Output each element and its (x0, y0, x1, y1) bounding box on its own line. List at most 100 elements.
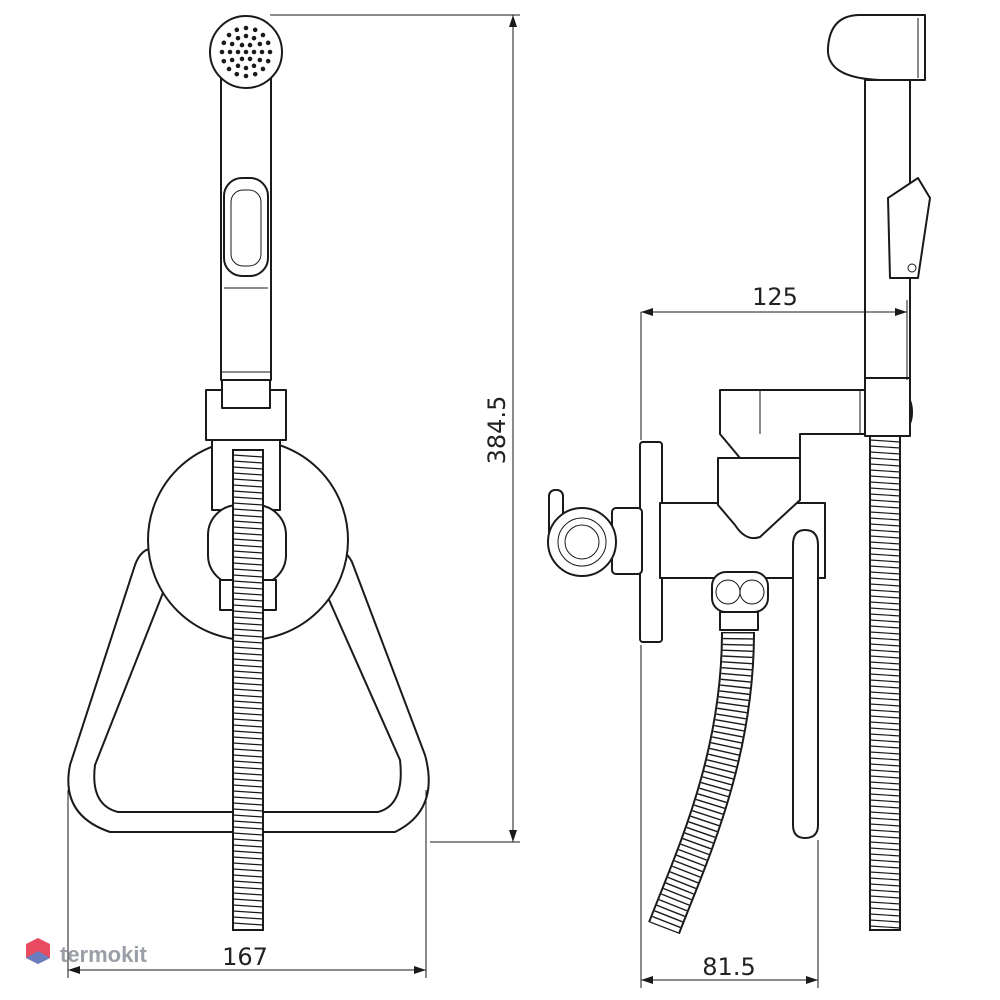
hose-rib (232, 820, 264, 824)
hose-rib (232, 598, 264, 602)
front-view: 384.5 167 (67, 14, 520, 978)
hose-rib (869, 475, 901, 479)
hose-rib (869, 883, 901, 887)
hose-rib (232, 622, 264, 626)
dimension-hose-depth: 125 (640, 283, 908, 440)
nozzle-hole (226, 32, 232, 38)
hose-rib (232, 508, 264, 512)
nozzle-hole (229, 41, 235, 47)
hose-rib (232, 802, 264, 806)
hose-rib (232, 652, 264, 656)
hose-rib (869, 667, 901, 671)
hose-rib (232, 454, 264, 458)
hose-rib (869, 793, 901, 797)
hose-rib (232, 712, 264, 716)
cone-connector (717, 457, 801, 540)
hose-rib (869, 889, 901, 893)
nozzle-hole (239, 42, 245, 48)
hose-side-vertical (869, 435, 901, 931)
hose-rib (869, 703, 901, 707)
hose-rib (869, 655, 901, 659)
spray-nozzle-holes (219, 25, 273, 79)
hose-rib (232, 502, 264, 506)
hose-rib (869, 583, 901, 587)
hose-rib (232, 880, 264, 884)
nozzle-hole (219, 49, 225, 55)
hose-rib (869, 715, 901, 719)
hose-rib (869, 787, 901, 791)
nozzle-hole (265, 40, 271, 46)
hose-rib (869, 541, 901, 545)
hose-rib (869, 505, 901, 509)
hose-rib (232, 850, 264, 854)
hose-rib (232, 520, 264, 524)
hose-rib (232, 922, 264, 926)
hose-rib (232, 862, 264, 866)
hose-rib (232, 868, 264, 872)
hose-rib (232, 580, 264, 584)
dimension-hose-depth-label: 125 (752, 283, 798, 311)
hose-rib (869, 499, 901, 503)
hose-rib (232, 718, 264, 722)
towel-ring (67, 547, 430, 833)
hose-rib (232, 832, 264, 836)
hose-rib (232, 538, 264, 542)
hose-rib (869, 823, 901, 827)
hose-rib (232, 640, 264, 644)
hose-rib (869, 559, 901, 563)
hose-rib (869, 529, 901, 533)
nozzle-hole (257, 57, 263, 63)
hose-rib (869, 757, 901, 761)
hose-rib (869, 691, 901, 695)
hose-rib (869, 625, 901, 629)
wall-plate (639, 441, 663, 643)
hose-rib (869, 769, 901, 773)
nozzle-hole (251, 63, 257, 69)
hose-rib (869, 739, 901, 743)
hose-rib (869, 595, 901, 599)
hose-rib (869, 481, 901, 485)
hose-rib (869, 607, 901, 611)
hose-rib (232, 610, 264, 614)
hose-rib (232, 574, 264, 578)
nozzle-hole (234, 71, 240, 77)
hose-rib (232, 460, 264, 464)
hose-rib (869, 565, 901, 569)
nozzle-hole (252, 27, 258, 33)
nozzle-hole (243, 25, 249, 31)
hose-rib (232, 634, 264, 638)
hose-rib (869, 469, 901, 473)
side-view: 125 81.5 (547, 14, 931, 988)
hose-rib (869, 799, 901, 803)
hose-rib (232, 544, 264, 548)
hose-rib (869, 709, 901, 713)
hose-rib (232, 904, 264, 908)
hose-rib (869, 631, 901, 635)
hose-rib (232, 910, 264, 914)
hose-rib (232, 790, 264, 794)
hose-rib (869, 847, 901, 851)
hose-rib (232, 730, 264, 734)
hose-rib (869, 859, 901, 863)
hose-rib (232, 532, 264, 536)
hose-rib (869, 745, 901, 749)
nozzle-hole (260, 66, 266, 72)
hose-rib (869, 775, 901, 779)
hose-rib (232, 748, 264, 752)
nozzle-hole (221, 40, 227, 46)
hose-rib (232, 706, 264, 710)
nozzle-hole (221, 58, 227, 64)
hose-rib (869, 649, 901, 653)
hose-rib (232, 760, 264, 764)
nozzle-hole (235, 35, 241, 41)
hose-rib (232, 754, 264, 758)
nozzle-hole (229, 57, 235, 63)
hose-rib (232, 766, 264, 770)
hose-rib (232, 694, 264, 698)
nozzle-hole (247, 56, 253, 62)
dimension-height-label: 384.5 (483, 396, 511, 465)
dimension-mixer-depth: 81.5 (640, 645, 819, 988)
hose-rib (232, 844, 264, 848)
nozzle-hole (251, 35, 257, 41)
